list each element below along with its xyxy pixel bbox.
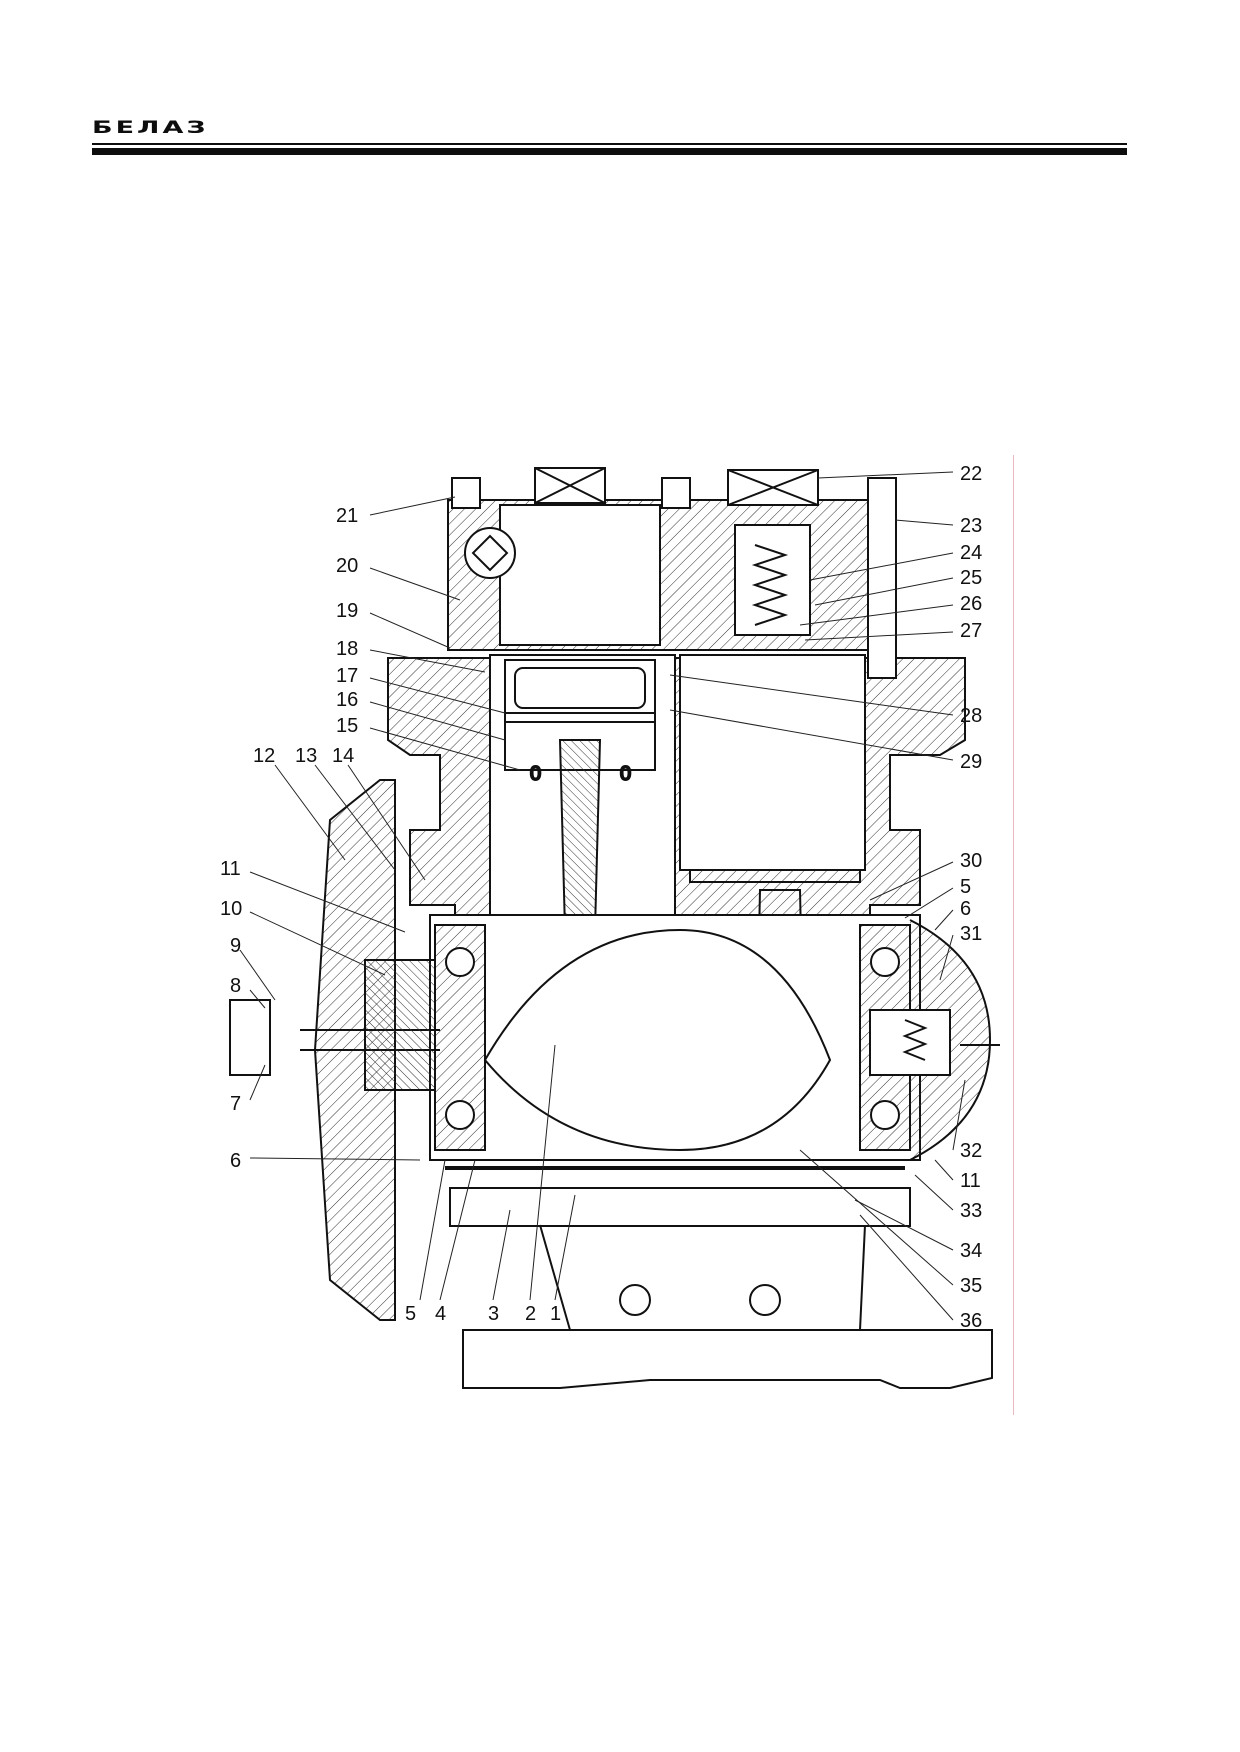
callout-24: 24 [960, 542, 982, 564]
callout-22: 22 [960, 463, 982, 485]
callout-3: 3 [488, 1303, 499, 1325]
callout-26: 26 [960, 593, 982, 615]
base-hole-right [749, 1284, 781, 1316]
bearing-ball-right-bottom [870, 1100, 900, 1130]
callout-36: 36 [960, 1310, 982, 1332]
base-hole-left [619, 1284, 651, 1316]
callout-2: 2 [525, 1303, 536, 1325]
drawing-geometry: 0 0 [229, 467, 1000, 1389]
crankcase [429, 914, 921, 1161]
piston-mark-right: 0 [620, 763, 631, 785]
callout-30: 30 [960, 850, 982, 872]
callout-28: 28 [960, 705, 982, 727]
head-bolt-1 [451, 477, 481, 509]
base-sides [539, 1224, 866, 1331]
head-nut-right-cross [727, 469, 819, 506]
callout-21: 21 [336, 505, 358, 527]
callout-27: 27 [960, 620, 982, 642]
callout-23: 23 [960, 515, 982, 537]
head-bolt-2 [661, 477, 691, 509]
cylinder-block [387, 657, 966, 931]
bearing-ball-left-top [445, 947, 475, 977]
callout-14: 14 [332, 745, 354, 767]
callout-20: 20 [336, 555, 358, 577]
right-piston-ring [689, 869, 861, 883]
bearing-ball-left-bottom [445, 1100, 475, 1130]
callout-34: 34 [960, 1240, 982, 1262]
head-port-plug [471, 534, 509, 572]
callout-11-left: 11 [220, 858, 241, 880]
callout-15: 15 [336, 715, 358, 737]
shaft-seal [364, 959, 436, 1091]
callout-4: 4 [435, 1303, 446, 1325]
callout-35: 35 [960, 1275, 982, 1297]
callout-12: 12 [253, 745, 275, 767]
callout-5-bottom: 5 [405, 1303, 416, 1325]
piston-mark-left: 0 [530, 763, 541, 785]
leader-lines [239, 471, 966, 1321]
callout-31: 31 [960, 923, 982, 945]
mounting-base [462, 1329, 993, 1389]
callout-13: 13 [295, 745, 317, 767]
stud-right [867, 477, 897, 679]
callout-29: 29 [960, 751, 982, 773]
header-rule-thick [92, 148, 1127, 155]
callout-17: 17 [336, 665, 358, 687]
callout-18: 18 [336, 638, 358, 660]
shaft-nut [229, 999, 271, 1076]
valve-spring [751, 544, 789, 626]
callout-5-right: 5 [960, 876, 971, 898]
callout-10: 10 [220, 898, 242, 920]
head-port [464, 527, 516, 579]
belaz-logo: БЕЛАЗ [92, 118, 209, 138]
crankshaft-web [483, 928, 832, 1152]
callout-7: 7 [230, 1093, 241, 1115]
callout-1: 1 [550, 1303, 561, 1325]
callout-6-left: 6 [230, 1150, 241, 1172]
callout-labels: 21 20 19 18 17 16 15 12 13 14 11 10 9 8 … [220, 463, 982, 1332]
unloader-spring [902, 1019, 928, 1061]
cylinder-bore-right [679, 654, 866, 871]
head-nut-left-cross [534, 467, 606, 504]
head-cavity-left [499, 504, 661, 646]
bearing-ball-right-top [870, 947, 900, 977]
unloader-valve [869, 1009, 951, 1076]
figure-edge-line [1013, 455, 1014, 1415]
callout-32: 32 [960, 1140, 982, 1162]
base-plate [449, 1187, 911, 1227]
callout-9: 9 [230, 935, 241, 957]
callout-19: 19 [336, 600, 358, 622]
header-rule-thin [92, 143, 1127, 145]
callout-6-right: 6 [960, 898, 971, 920]
callout-16: 16 [336, 689, 358, 711]
connecting-rod [558, 739, 602, 931]
callout-11-right: 11 [960, 1170, 981, 1192]
callout-25: 25 [960, 567, 982, 589]
piston-crown-cavity [514, 667, 646, 709]
callout-33: 33 [960, 1200, 982, 1222]
callout-8: 8 [230, 975, 241, 997]
